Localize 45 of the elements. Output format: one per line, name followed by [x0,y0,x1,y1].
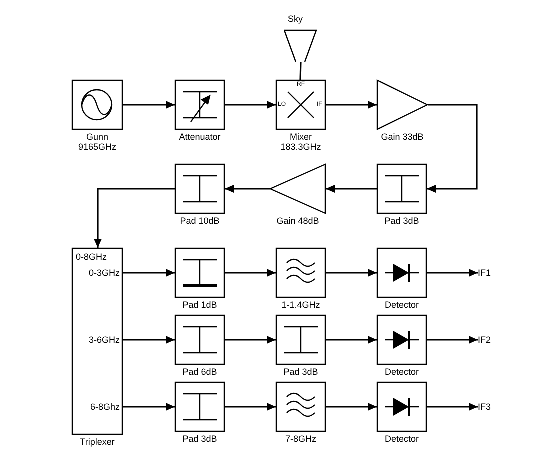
arrow [225,101,276,109]
arrow [427,269,478,277]
arrow [427,104,478,193]
block-label: Gain 48dB [276,216,320,226]
arrow [94,188,175,248]
block-label: Mixer 183.3GHz [280,132,322,152]
block-label: Pad 6dB [182,367,218,377]
block-label: Pad 3dB [182,434,218,444]
output-label: IF1 [478,267,492,279]
arrow [123,101,175,109]
port-label: 0-8GHz [76,252,108,262]
block-label: Attenuator [178,132,222,142]
arrow [326,185,377,193]
block-label: 1-1.4GHz [280,300,322,310]
block-label: Detector [384,300,420,310]
block-label: Pad 1dB [182,300,218,310]
output-label: IF2 [478,334,492,346]
connector-line [300,62,302,80]
block-label: 7-8GHz [284,434,318,444]
arrow [225,269,276,277]
block-label: Detector [384,367,420,377]
block-label: Detector [384,434,420,444]
arrow [427,403,478,411]
block-label: Triplexer [79,437,116,447]
arrow [123,269,175,277]
arrow [123,403,175,411]
antenna-label: Sky [288,14,304,24]
arrow [326,269,377,277]
block-label: Pad 3dB [282,367,320,377]
port-label: 3-6GHz [88,335,120,345]
output-label: IF3 [478,401,492,413]
arrow [326,403,377,411]
port-label: 0-3GHz [88,268,120,278]
port-label: 6-8Ghz [90,402,120,412]
arrow [225,336,276,344]
block-label: Pad 10dB [179,216,221,226]
arrow [427,336,478,344]
arrow [326,101,377,109]
arrow [225,403,276,411]
block-label: Pad 3dB [384,216,420,226]
block-label: Gunn 9165GHz [77,132,118,152]
arrow [123,336,175,344]
arrow [225,185,270,193]
block-label: Gain 33dB [380,132,425,142]
arrow [326,336,377,344]
